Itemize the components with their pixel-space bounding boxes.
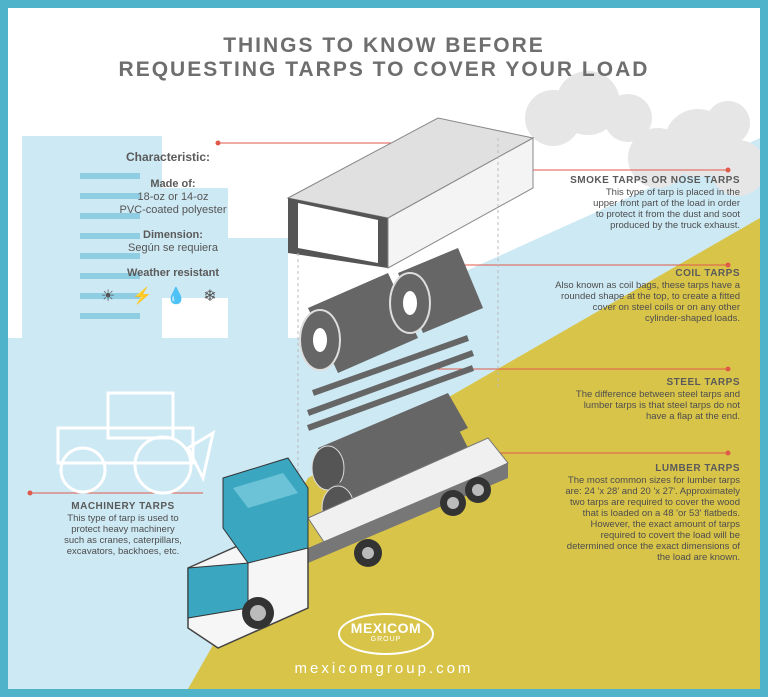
lumber-tarps-title: LUMBER TARPS <box>655 463 740 474</box>
weather-label: Weather resistant <box>126 267 220 279</box>
machinery-tarps-title: MACHINERY TARPS <box>71 501 175 512</box>
truck-graphic <box>187 437 509 649</box>
background-graphics <box>8 71 760 689</box>
footer-url[interactable]: mexicomgroup.com <box>294 660 474 677</box>
characteristic-label: Characteristic: <box>126 150 211 164</box>
smoke-tarps-text: This type of tarp is placed in the upper… <box>593 187 740 231</box>
lumber-tarps-text: The most common sizes for lumber tarps a… <box>565 475 740 563</box>
weather-icons: ☀ ⚡ 💧 ❄ <box>98 286 220 306</box>
smoke-tarps-title: SMOKE TARPS OR NOSE TARPS <box>570 175 740 186</box>
title-line-1: THINGS TO KNOW BEFORE <box>223 34 545 57</box>
coil-tarp-graphic <box>299 248 483 373</box>
snowflake-icon: ❄ <box>203 288 217 305</box>
smoke-tarp-graphic <box>286 117 535 608</box>
mexicom-logo: MEXICOM GROUP <box>338 613 434 655</box>
made-of-value-2: PVC-coated polyester <box>119 204 227 216</box>
steel-tarps-title: STEEL TARPS <box>666 377 740 388</box>
made-of-value-1: 18-oz or 14-oz <box>137 191 209 203</box>
infographic-canvas: THINGS TO KNOW BEFORE REQUESTING TARPS T… <box>8 8 760 689</box>
title-line-2: REQUESTING TARPS TO COVER YOUR LOAD <box>118 58 650 81</box>
coil-tarps-title: COIL TARPS <box>675 268 740 279</box>
made-of-label: Made of: <box>150 178 196 190</box>
machinery-graphic <box>56 391 216 495</box>
rain-icon: 💧 <box>166 288 186 305</box>
sun-icon: ☀ <box>100 288 116 305</box>
dimension-label: Dimension: <box>143 229 203 241</box>
steel-tarp-graphic <box>306 335 475 431</box>
lightning-icon: ⚡ <box>132 288 152 305</box>
coil-tarps-text: Also known as coil bags, these tarps hav… <box>555 280 740 324</box>
dimension-value: Según se requiera <box>128 242 218 254</box>
steel-tarps-text: The difference between steel tarps and l… <box>575 389 740 422</box>
machinery-tarps-text: This type of tarp is used to protect hea… <box>64 513 182 557</box>
